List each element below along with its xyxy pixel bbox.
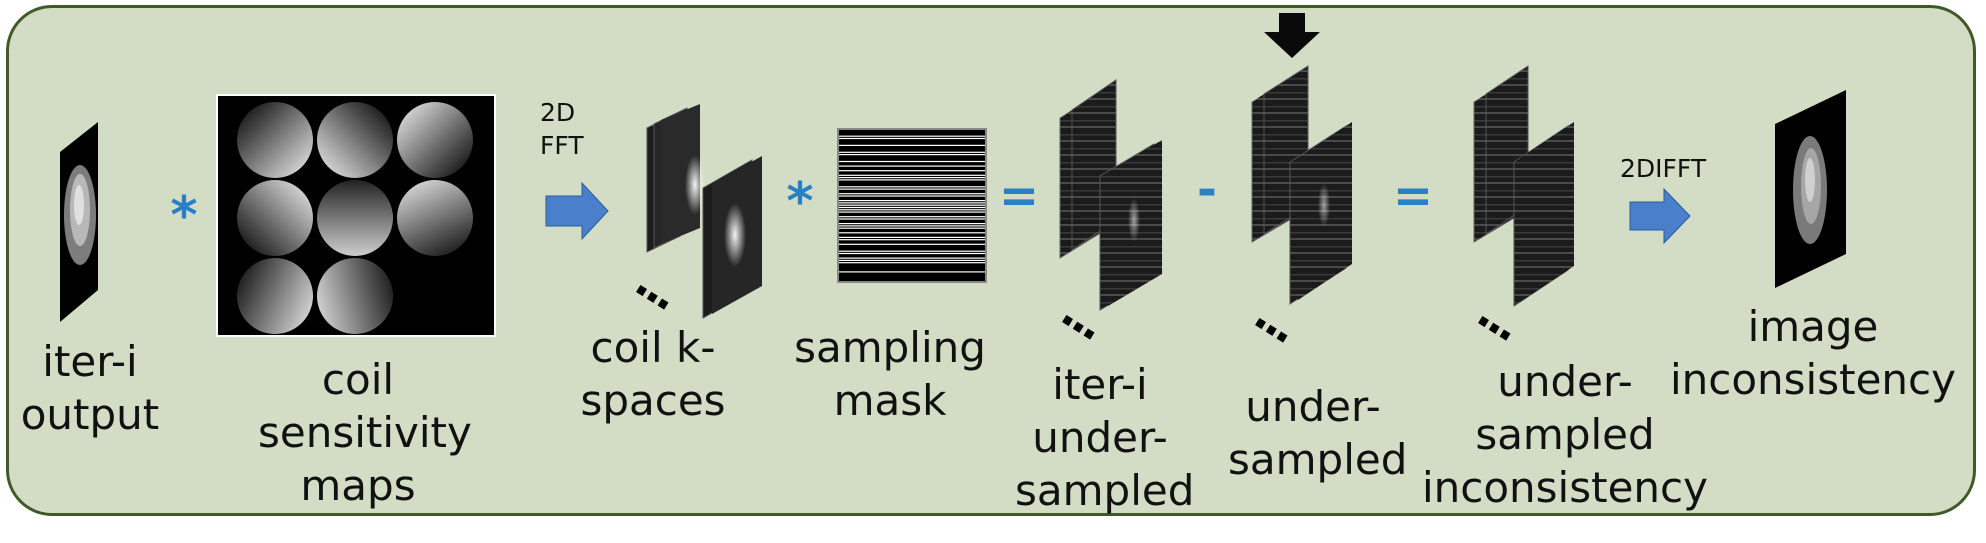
label-iter-undersampled: iter-i under- sampled: [1015, 360, 1195, 515]
multiply-operator-1: *: [170, 186, 198, 246]
mask-line: [839, 165, 985, 167]
ifft-label: 2DIFFT: [1620, 154, 1707, 183]
mask-line: [839, 154, 985, 156]
mask-line: [839, 160, 985, 163]
mask-line: [839, 227, 985, 229]
mask-line: [839, 144, 985, 146]
multiply-operator-2: *: [786, 172, 814, 232]
fft-label: 2D FFT: [540, 98, 584, 160]
mask-line: [839, 211, 985, 213]
mask-line: [839, 186, 985, 188]
mask-line: [839, 243, 985, 245]
mask-line: [839, 193, 985, 195]
mask-line: [839, 209, 985, 211]
mask-line: [839, 200, 985, 202]
minus-operator: -: [1197, 162, 1217, 218]
mask-line: [839, 232, 985, 234]
mask-line: [839, 262, 985, 264]
equals-operator-1: =: [998, 168, 1040, 224]
sampling-mask-image: [837, 128, 987, 283]
mask-line: [839, 170, 985, 172]
mask-line: [839, 151, 985, 153]
mask-line: [839, 236, 985, 238]
mask-line: [839, 202, 985, 204]
mask-line: [839, 252, 985, 255]
mask-line: [839, 177, 985, 179]
mask-line: [839, 216, 985, 218]
label-coil-kspaces: coil k- spaces: [580, 323, 726, 425]
mask-line: [839, 204, 985, 206]
undersampled-inconsistency-image: [1473, 65, 1574, 307]
mask-line: [839, 259, 985, 261]
mask-line: [839, 206, 985, 209]
label-undersampled-inconsistency: under- sampled inconsistency: [1421, 357, 1708, 512]
fft-arrow-icon: [545, 181, 609, 241]
mask-line: [839, 225, 985, 227]
mask-line: [839, 179, 985, 181]
mask-line: [839, 195, 985, 197]
coil-kspaces-image: [646, 104, 762, 319]
image-inconsistency-image: [1775, 90, 1846, 288]
iter-output-image: [60, 122, 98, 322]
mask-line: [839, 174, 985, 176]
undersampled-image: [1251, 65, 1352, 305]
ifft-arrow-icon: [1629, 187, 1691, 245]
coil-sensitivity-maps-image: [216, 94, 496, 337]
mask-line: [839, 223, 985, 225]
equals-operator-2: =: [1392, 168, 1434, 224]
mask-line: [839, 135, 985, 137]
mask-line: [839, 239, 985, 241]
label-sampling-mask: sampling mask: [794, 323, 986, 425]
label-iter-output: iter-i output: [20, 337, 160, 439]
mask-line: [839, 257, 985, 259]
mask-line: [839, 250, 985, 252]
label-image-inconsistency: image inconsistency: [1669, 302, 1956, 404]
label-coil-sensitivity-maps: coil sensitivity maps: [258, 355, 472, 510]
mask-line: [839, 271, 985, 273]
mask-line: [839, 218, 985, 220]
mask-line: [839, 188, 985, 190]
input-down-arrow-icon: [1264, 13, 1320, 58]
iter-undersampled-image: [1059, 79, 1162, 311]
label-undersampled: under- sampled: [1228, 382, 1408, 484]
mask-line: [839, 137, 985, 140]
